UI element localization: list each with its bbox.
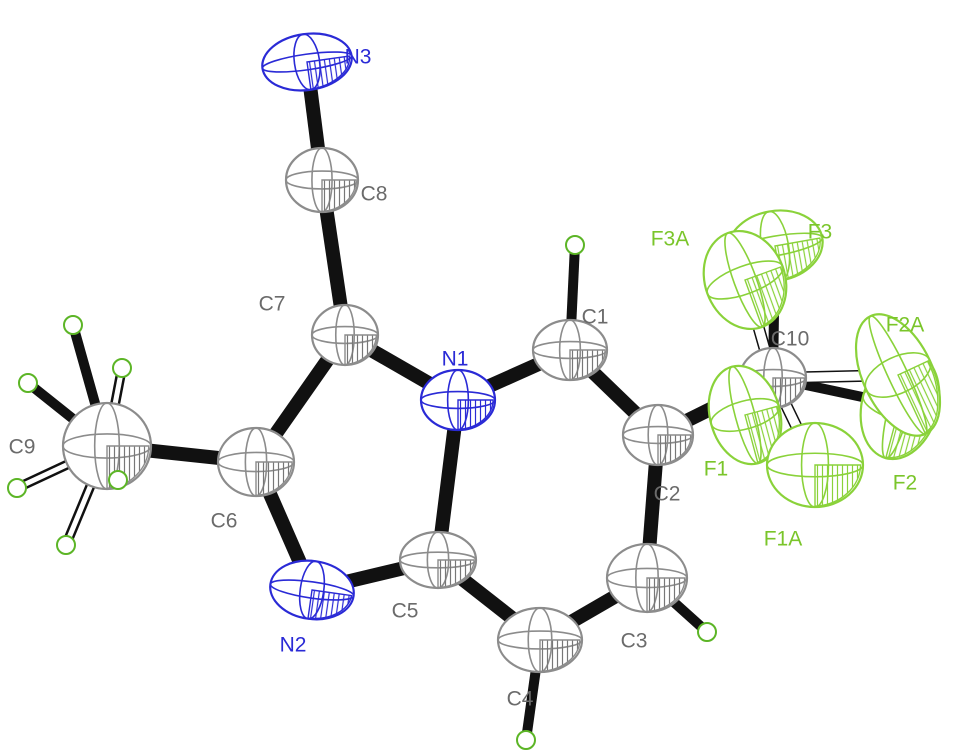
hydrogen-atom-c3-1 [697,622,717,642]
atom-label-c8: C8 [361,183,388,206]
hydrogen-atom-c9-7 [108,470,128,490]
hatched-octant-c6 [255,461,293,497]
atom-label-c10: C10 [771,328,810,351]
atom-f1a [765,421,865,509]
hatched-octant-c7 [344,334,378,366]
hatched-octant-n1 [457,399,494,431]
atom-n3 [261,32,353,92]
atom-n2 [269,559,355,621]
atom-f3a [702,229,788,331]
atom-label-f3: F3 [808,221,833,244]
atom-c1 [531,318,609,382]
atom-label-n3: N3 [345,46,372,69]
hydrogen-atom-c9-4 [112,358,132,378]
atom-label-n1: N1 [442,348,469,371]
atom-label-c2: C2 [654,483,681,506]
atom-label-f3a: F3A [651,228,690,251]
hatched-octant-n3 [306,55,351,90]
atom-label-c5: C5 [392,600,419,623]
atom-layer [61,32,942,674]
atom-label-c6: C6 [211,510,238,533]
atom-c6 [216,426,296,498]
atom-c3 [605,542,689,614]
atom-c7 [310,303,380,367]
hydrogen-atom-layer [7,235,717,750]
atom-label-c7: C7 [259,293,286,316]
atom-label-n2: N2 [280,634,307,657]
hydrogen-atom-c9-8 [56,535,76,555]
atom-label-c4: C4 [507,688,534,711]
atom-label-c1: C1 [582,306,609,329]
atom-c8 [284,146,360,214]
hatched-octant-f1a [814,464,862,507]
hydrogen-atom-c4-2 [516,730,536,750]
atom-label-c3: C3 [621,630,648,653]
atom-c4 [496,606,584,674]
hydrogen-atom-c9-3 [63,315,83,335]
hatched-octant-c8 [321,179,357,213]
atom-label-f1a: F1A [764,528,803,551]
atom-label-c9: C9 [9,436,36,459]
hatched-octant-n2 [307,589,353,620]
atom-c5 [398,530,478,590]
atom-n1 [419,368,497,432]
hatched-octant-f3a [744,266,785,327]
hatched-octant-c5 [437,559,475,589]
atom-c2 [621,403,695,467]
hatched-octant-c3 [646,577,686,613]
hydrogen-atom-c1-0 [565,235,585,255]
hydrogen-atom-c9-6 [7,478,27,498]
hatched-octant-c1 [569,349,606,381]
hatched-octant-c4 [539,639,581,673]
atom-label-f2: F2 [893,472,918,495]
atom-label-f1: F1 [704,458,729,481]
atom-c9 [61,401,153,491]
atom-label-f2a: F2A [886,314,925,337]
hatched-octant-f2a [897,360,939,434]
atom-f2a [854,313,942,437]
hydrogen-atom-c9-5 [18,373,38,393]
hatched-octant-c2 [657,434,692,466]
